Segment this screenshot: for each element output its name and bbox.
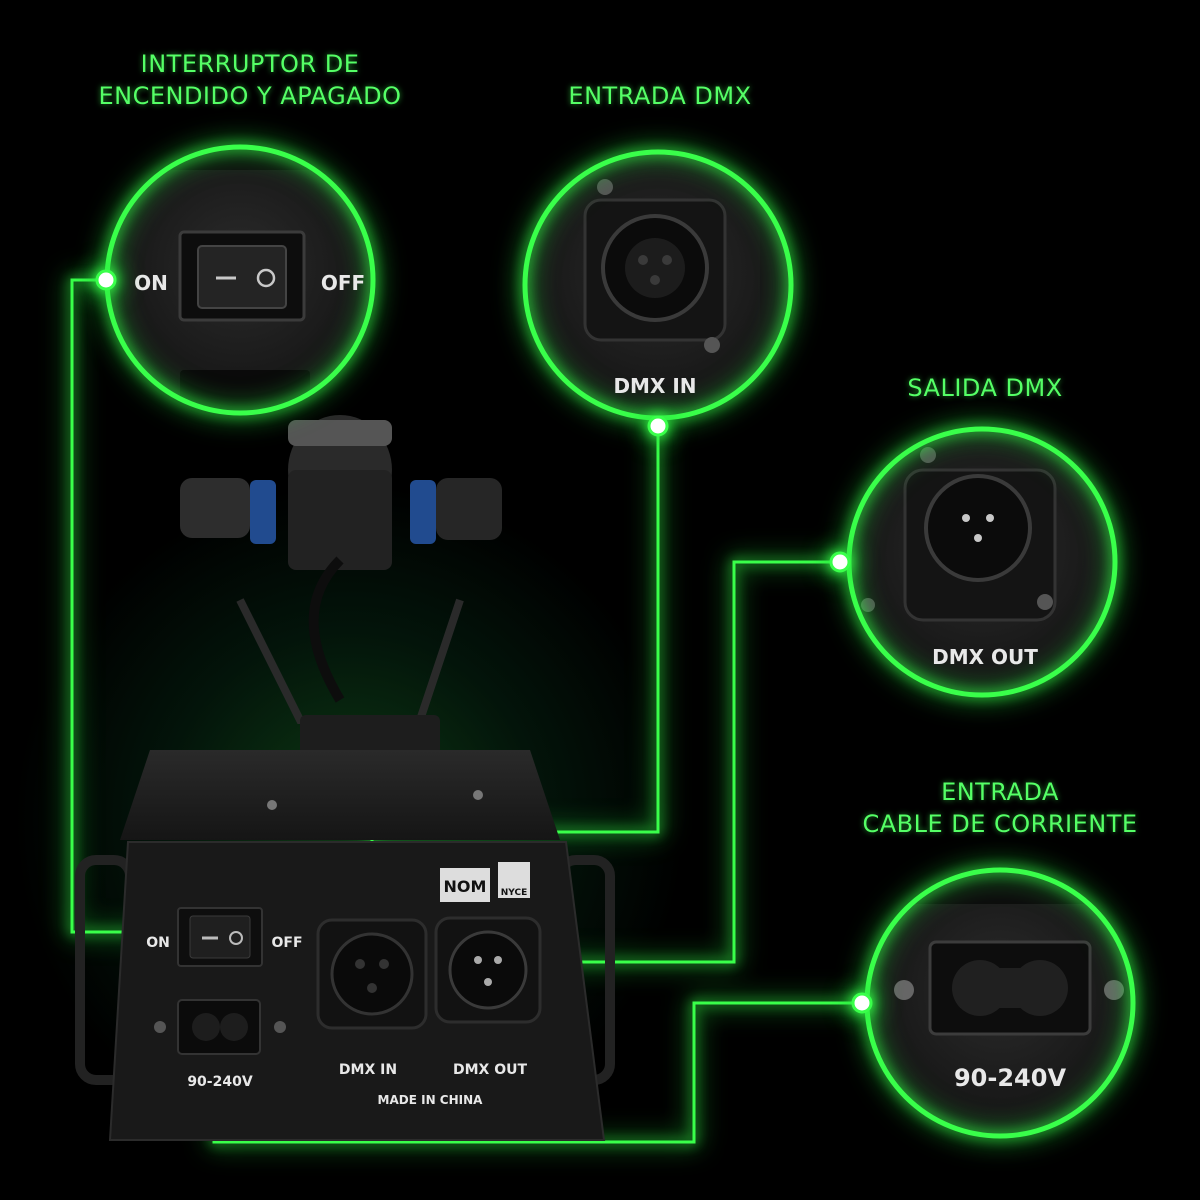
panel-dmx-out-port [434,916,542,1024]
zoom-dmx-in-label: DMX IN [613,374,696,398]
zoom-on-label: ON [134,271,168,295]
zoom-power-inlet: 90-240V [851,867,1136,1139]
panel-on-label: ON [146,935,170,951]
zoom-voltage-label: 90-240V [954,1064,1066,1092]
device-rear-panel: NOM NYCE ON OFF 90-240V [75,841,615,1141]
laser-head [180,415,502,795]
device-upper-body [120,750,560,840]
zoom-off-label: OFF [321,271,365,295]
callout-dmx-out: SALIDA DMX [907,374,1063,402]
zoom-dmx-out-label: DMX OUT [932,645,1038,669]
nyce-badge: NYCE [501,888,527,898]
callout-dmx-in: ENTRADA DMX [568,82,752,110]
zoom-power-switch: ON OFF [95,144,376,416]
panel-off-label: OFF [271,935,302,951]
zoom-dmx-in: DMX IN [522,149,794,437]
nom-badge: NOM [444,877,487,896]
panel-power-switch[interactable] [177,907,263,967]
panel-dmx-in-label: DMX IN [339,1062,397,1078]
made-in-label: MADE IN CHINA [378,1093,484,1107]
panel-dmx-in-port [316,918,428,1030]
zoom-dmx-out: DMX OUT [829,426,1118,698]
panel-dmx-out-label: DMX OUT [453,1062,527,1078]
panel-power-inlet [154,999,286,1055]
callout-power-switch: INTERRUPTOR DE ENCENDIDO Y APAGADO [98,50,402,110]
callout-power-input: ENTRADA CABLE DE CORRIENTE [862,778,1138,838]
panel-voltage-label: 90-240V [187,1074,253,1090]
dmx-out-connector [535,560,840,964]
